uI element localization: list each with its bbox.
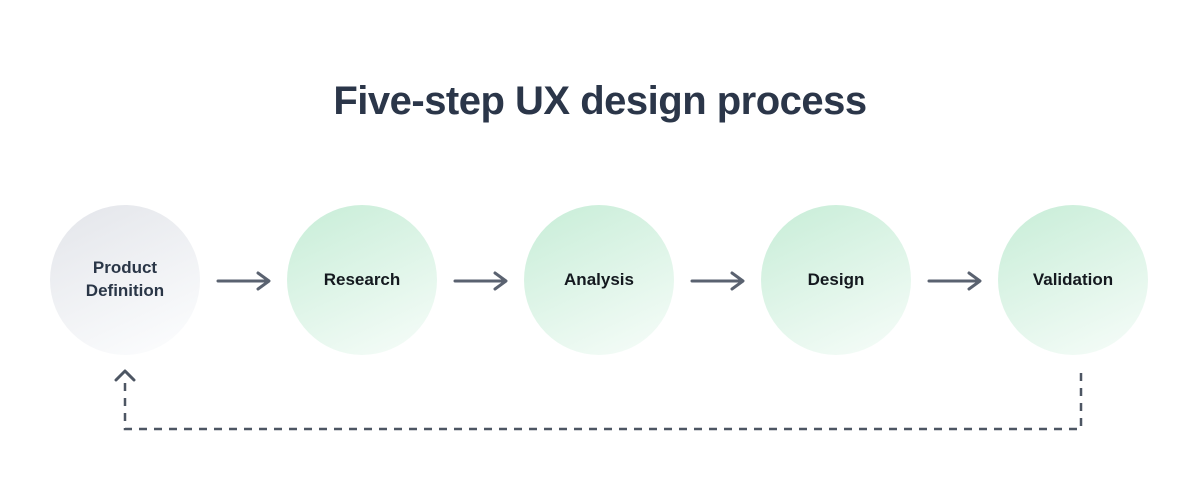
step-circle-design: Design (761, 205, 911, 355)
step-circle-research: Research (287, 205, 437, 355)
step-label-analysis: Analysis (564, 269, 634, 289)
step-label-design: Design (807, 269, 865, 289)
right-arrow-icon (927, 271, 982, 291)
right-arrow-icon (216, 271, 271, 291)
step-circle-product-definition: Product Definition (50, 205, 200, 355)
step-label-research: Research (323, 269, 401, 289)
step-circle-analysis: Analysis (524, 205, 674, 355)
step-circle-validation: Validation (998, 205, 1148, 355)
right-arrow-icon (453, 271, 508, 291)
right-arrow-icon (690, 271, 745, 291)
step-label-product-definition: Product Definition (85, 258, 165, 300)
step-label-validation: Validation (1032, 269, 1114, 289)
diagram-title: Five-step UX design process (333, 79, 867, 123)
